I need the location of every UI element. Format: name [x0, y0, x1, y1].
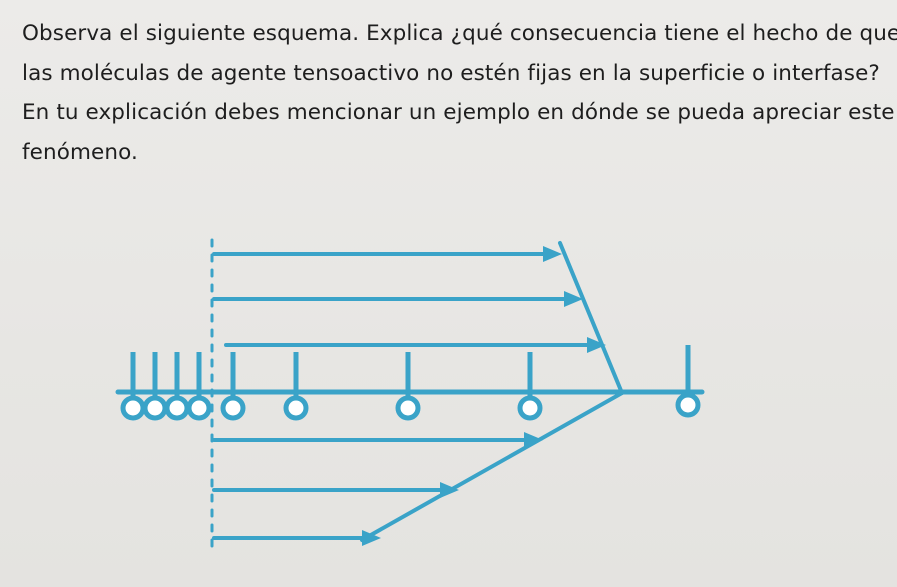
lower-profile-line	[360, 391, 624, 542]
surfactant-head	[120, 395, 146, 421]
surfactant-head	[164, 395, 190, 421]
arrowhead-5	[440, 482, 459, 498]
surfactant-head	[517, 395, 543, 421]
arrowhead-6	[362, 530, 381, 546]
arrowhead-4	[524, 432, 543, 448]
arrowhead-2	[564, 291, 583, 307]
arrowhead-1	[543, 246, 562, 262]
question-line-2: las moléculas de agente tensoactivo no e…	[22, 60, 880, 86]
surfactant-head	[283, 395, 309, 421]
arrowhead-3	[587, 337, 606, 353]
question-line-3: En tu explicación debes mencionar un eje…	[22, 100, 895, 125]
surfactant-head	[186, 395, 212, 421]
question-line-1: Observa el siguiente esquema. Explica ¿q…	[22, 21, 897, 46]
surfactant-head	[220, 395, 246, 421]
surfactant-head	[395, 395, 421, 421]
surfactant-head	[142, 395, 168, 421]
upper-profile-line	[558, 241, 624, 395]
question-text: Observa el siguiente esquema. Explica ¿q…	[22, 14, 897, 172]
question-line-4: fenómeno.	[22, 139, 138, 165]
surfactant-head	[675, 392, 701, 418]
